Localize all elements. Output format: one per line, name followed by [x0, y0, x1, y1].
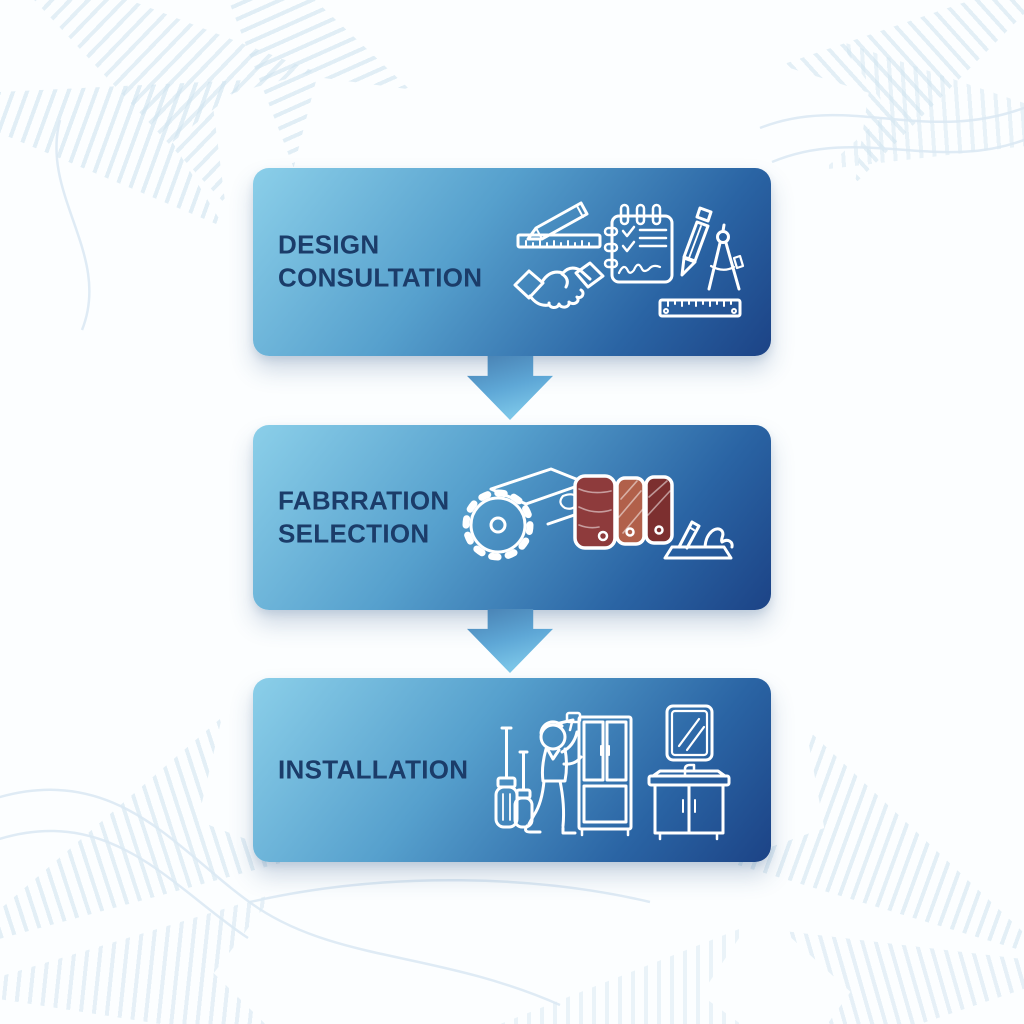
- down-arrow-connector: [467, 609, 553, 673]
- pencil-sketch-ruler-icon: [516, 201, 602, 249]
- ruler-icon: [658, 298, 742, 318]
- palm-leaf-decoration: [728, 728, 1024, 1024]
- palm-leaf-decoration: [120, 0, 409, 168]
- palm-leaf-decoration: [784, 900, 1024, 1024]
- step-title-line: SELECTION: [278, 518, 430, 549]
- pencil-icon: [680, 206, 713, 277]
- mirror-icon: [665, 704, 714, 762]
- installer-icon: [524, 711, 589, 835]
- step-fabrication-selection: FABRRATION SELECTION: [253, 425, 771, 610]
- step-title: DESIGN CONSULTATION: [278, 229, 482, 296]
- step-title-line: INSTALLATION: [278, 754, 469, 785]
- cabinet-icon: [577, 715, 633, 837]
- notepad-checklist-icon: [603, 203, 674, 284]
- palm-leaf-decoration: [0, 894, 285, 1024]
- step-title-line: FABRRATION: [278, 485, 450, 516]
- screwdriver-small-icon: [513, 750, 534, 829]
- step-installation: INSTALLATION: [253, 678, 771, 862]
- sink-vanity-icon: [647, 763, 731, 841]
- installation-icons: [494, 704, 731, 841]
- hand-plane-icon: [663, 520, 734, 560]
- wood-samples-icon: [573, 474, 674, 550]
- design-consultation-icons: [513, 201, 745, 318]
- drafting-compass-icon: [707, 223, 745, 291]
- step-design-consultation: DESIGN CONSULTATION: [253, 168, 771, 356]
- palm-leaf-decoration: [462, 926, 768, 1024]
- circular-saw-lumber-icon: [462, 467, 588, 561]
- down-arrow-connector: [467, 356, 553, 420]
- palm-leaf-decoration: [824, 40, 1024, 200]
- screwdriver-large-icon: [494, 726, 519, 829]
- step-title-line: DESIGN: [278, 229, 380, 260]
- step-title-line: CONSULTATION: [278, 263, 483, 293]
- step-title: INSTALLATION: [278, 753, 468, 786]
- step-title: FABRRATION SELECTION: [278, 484, 450, 551]
- handshake-icon: [513, 261, 605, 310]
- palm-leaf-decoration: [781, 0, 1024, 184]
- palm-leaf-decoration: [0, 22, 251, 227]
- fabrication-selection-icons: [462, 467, 734, 561]
